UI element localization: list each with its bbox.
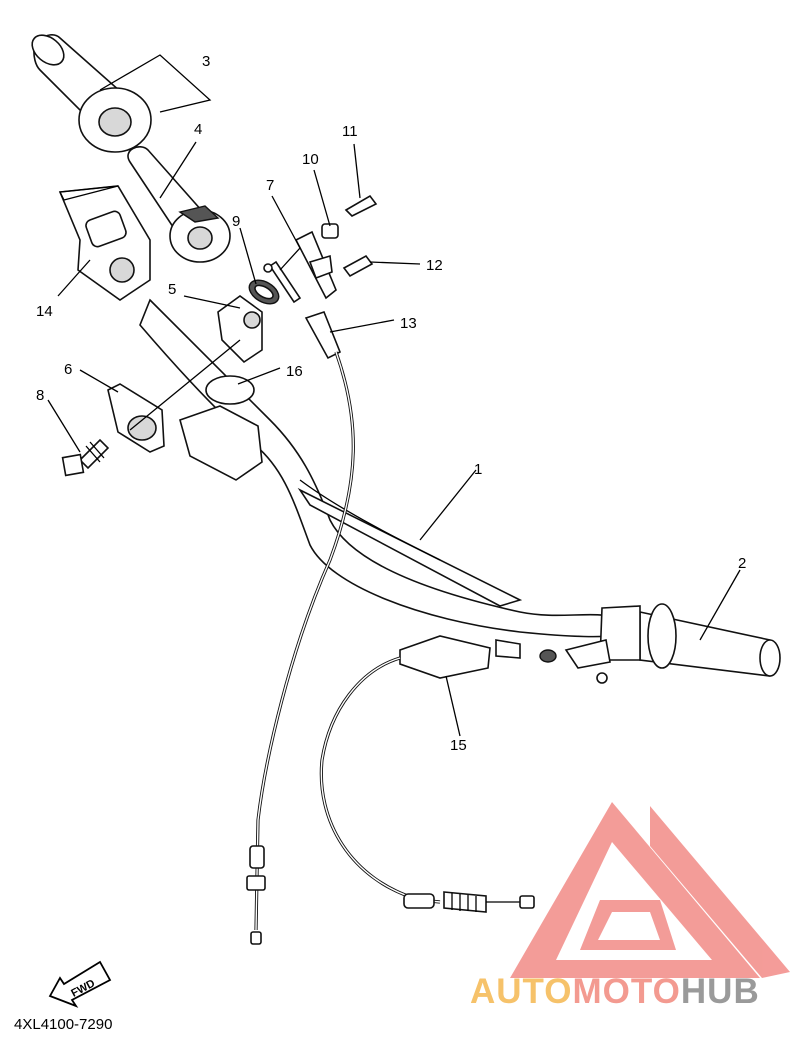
throttle-housing-parts <box>248 194 378 305</box>
watermark-brand: AUTOMOTOHUB <box>470 972 792 1012</box>
callout-12: 12 <box>426 257 443 274</box>
callout-labels: 1 2 3 4 5 6 7 8 9 10 11 12 13 14 15 16 <box>36 53 746 754</box>
handlebar-holder-6 <box>107 383 165 453</box>
callout-8: 8 <box>36 387 44 404</box>
throttle-tube <box>127 146 231 263</box>
callout-11: 11 <box>342 123 358 140</box>
brand-hub: HUB <box>680 972 760 1011</box>
handlebar-holder-5 <box>217 295 263 364</box>
callout-7: 7 <box>266 177 274 194</box>
callout-10: 10 <box>302 151 319 168</box>
clamp-16 <box>179 375 263 481</box>
callout-3: 3 <box>202 53 210 70</box>
callout-15: 15 <box>450 737 467 754</box>
brand-auto: AUTO <box>470 972 573 1011</box>
bolt-8 <box>61 438 110 477</box>
callout-16: 16 <box>286 363 303 380</box>
handlebar-holder-upper <box>58 185 151 301</box>
callout-5: 5 <box>168 281 176 298</box>
grip-right <box>599 603 781 677</box>
callout-2: 2 <box>738 555 746 572</box>
throttle-cable <box>246 311 355 945</box>
callout-13: 13 <box>400 315 417 332</box>
callout-4: 4 <box>194 121 202 138</box>
brand-moto: MOTO <box>572 972 681 1011</box>
leader-lines <box>47 54 741 737</box>
callout-6: 6 <box>64 361 72 378</box>
watermark-logo-icon <box>510 802 790 978</box>
callout-14: 14 <box>36 303 53 320</box>
fwd-arrow-icon: FWD <box>48 960 112 1008</box>
grip-left <box>31 34 152 153</box>
callout-9: 9 <box>232 213 240 230</box>
callout-1: 1 <box>474 461 482 478</box>
part-code: 4XL4100-7290 <box>14 1016 113 1033</box>
clutch-cable <box>319 635 611 913</box>
